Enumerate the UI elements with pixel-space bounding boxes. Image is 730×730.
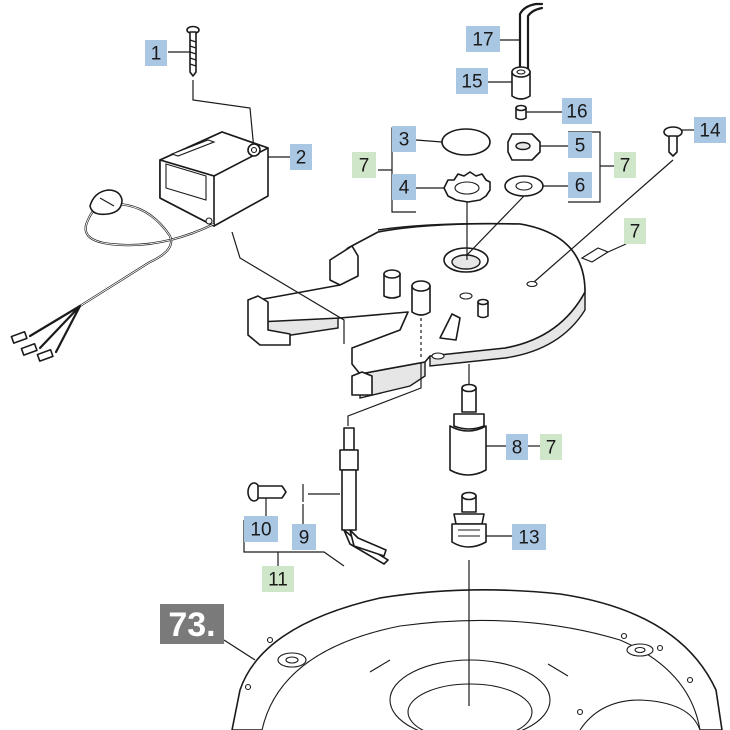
callout-label: 13	[518, 528, 539, 549]
callout-box	[568, 132, 592, 158]
part-6-washer	[504, 175, 544, 197]
callout-label: 7	[546, 438, 557, 459]
callout-1: 1	[145, 40, 167, 66]
callout-13: 13	[512, 524, 546, 550]
callout-label: 14	[699, 121, 721, 142]
burner-base-ring	[231, 589, 723, 730]
callout-label: 8	[512, 438, 523, 459]
callout-box	[512, 524, 546, 550]
part-4-lock-washer	[443, 171, 491, 203]
callout-box	[694, 117, 726, 143]
callout-15: 15	[456, 68, 488, 94]
callout-label: 9	[299, 528, 310, 549]
callout-8: 8	[506, 434, 528, 460]
callout-layer: 1 2 3 4 5 6 7 7 7 7 8 9 10 11 13 14 15 16 17	[145, 26, 726, 592]
callout-box	[506, 434, 528, 460]
leader-73	[223, 639, 256, 661]
callout-7: 7	[540, 434, 562, 460]
callout-label: 4	[399, 178, 410, 199]
callout-box	[624, 218, 646, 244]
callout-2: 2	[290, 144, 312, 170]
callout-label: 7	[359, 156, 370, 177]
part-14-screw	[663, 126, 683, 157]
callout-label: 2	[296, 148, 307, 169]
callout-label: 1	[151, 44, 162, 65]
leader-2-to-plate	[231, 231, 345, 344]
callout-box	[466, 26, 500, 52]
callout-label: 17	[472, 30, 493, 51]
callout-box	[456, 68, 488, 94]
callout-7: 7	[352, 152, 376, 178]
callout-10: 10	[244, 516, 278, 542]
part-2-control-module	[159, 131, 269, 227]
callout-7: 7	[614, 152, 636, 178]
part-11-electrode	[339, 427, 389, 565]
leader-electrode-to-plate	[347, 362, 422, 426]
callout-4: 4	[392, 174, 416, 200]
part-1-bolt	[186, 25, 200, 77]
callout-5: 5	[568, 132, 592, 158]
part-17-tube	[518, 2, 544, 92]
part-15-nut	[511, 66, 531, 100]
bracket-7-symbol	[580, 243, 627, 263]
callout-16: 16	[562, 98, 592, 124]
callout-box	[292, 524, 316, 550]
callout-9: 9	[292, 524, 316, 550]
callout-11: 11	[262, 566, 294, 592]
callout-6: 6	[568, 172, 592, 198]
callout-box	[614, 152, 636, 178]
callout-3: 3	[392, 126, 416, 152]
callout-box	[290, 144, 312, 170]
callout-box	[262, 566, 294, 592]
callout-box	[145, 40, 167, 66]
callout-box	[540, 434, 562, 460]
callout-14: 14	[694, 117, 726, 143]
part-8-injector	[449, 383, 487, 476]
callout-box	[562, 98, 592, 124]
callout-box	[392, 126, 416, 152]
leader-1-to-module	[192, 80, 255, 151]
leader-14-to-plate	[533, 159, 674, 283]
callout-label: 6	[575, 176, 586, 197]
callout-label: 5	[575, 136, 586, 157]
callout-label: 7	[620, 156, 631, 177]
callout-7: 7	[624, 218, 646, 244]
callout-label: 15	[461, 72, 482, 93]
callout-label: 7	[630, 222, 641, 243]
leader-6-to-plate	[465, 195, 525, 257]
mounting-plate	[247, 222, 586, 399]
section-label-text: 73.	[168, 606, 215, 644]
callout-box	[352, 152, 376, 178]
callout-box	[392, 174, 416, 200]
callout-17: 17	[466, 26, 500, 52]
part-2-wiring-harness	[10, 189, 216, 362]
callout-label: 16	[566, 102, 587, 123]
section-label: 73.	[160, 604, 224, 644]
part-13-nozzle	[451, 491, 487, 548]
callout-label: 3	[399, 130, 410, 151]
leader-3	[415, 139, 443, 143]
callout-box	[568, 172, 592, 198]
part-10-screw	[247, 482, 287, 502]
callout-box	[244, 516, 278, 542]
callout-label: 10	[250, 520, 271, 541]
callout-label: 11	[268, 570, 288, 591]
part-5-hex-nut	[507, 133, 541, 161]
part-16-jet	[515, 104, 527, 121]
part-3-sight-glass	[441, 128, 491, 156]
